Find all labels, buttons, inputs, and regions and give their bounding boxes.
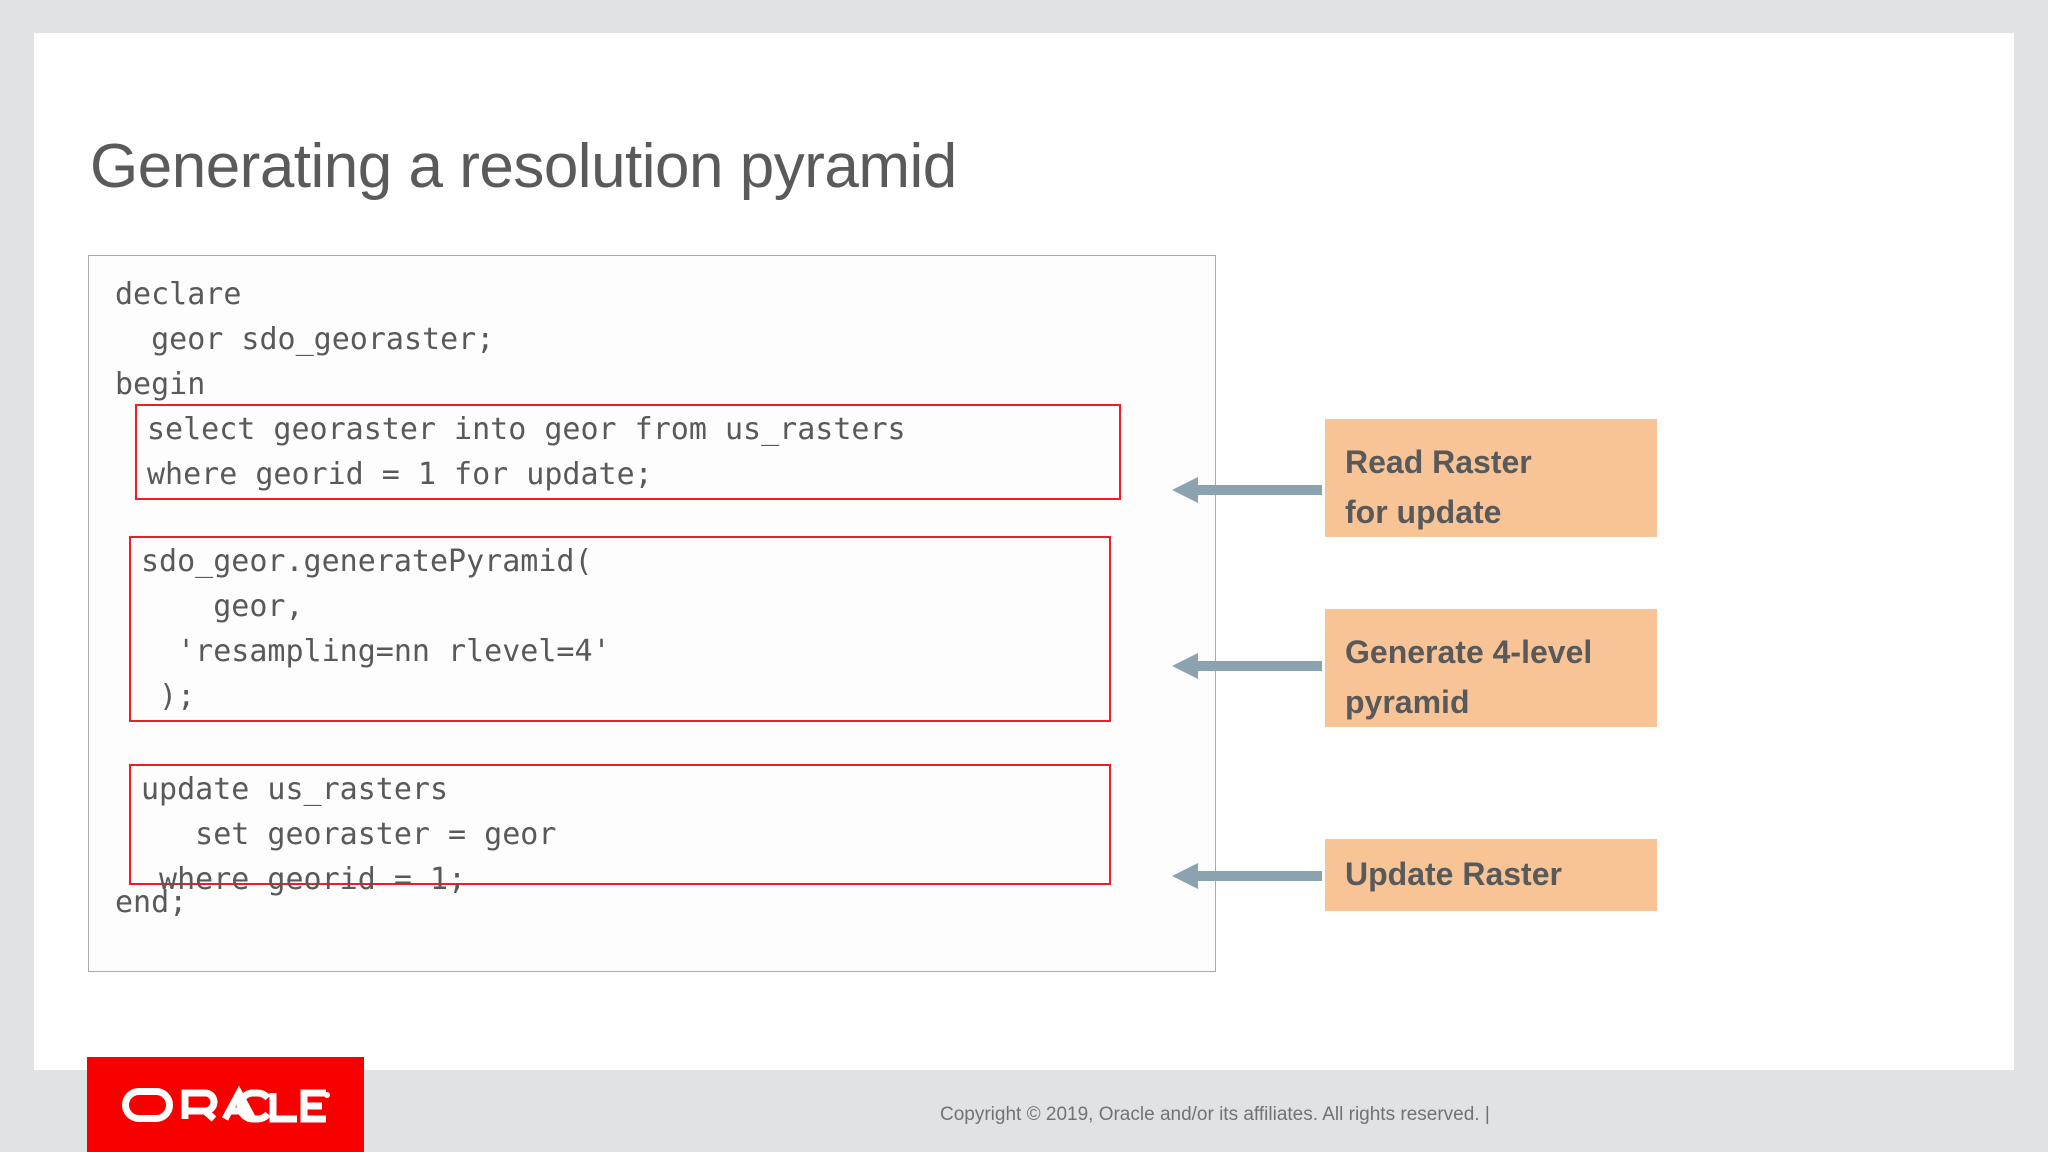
arrow-shaft [1194,661,1322,671]
slide-canvas: Generating a resolution pyramid declare … [34,33,2014,1074]
copyright-text: Copyright © 2019, Oracle and/or its affi… [940,1104,1490,1125]
code-highlight-select: select georaster into geor from us_raste… [135,404,1121,500]
callout-line-1: Update Raster [1345,856,1562,892]
page-title: Generating a resolution pyramid [90,132,957,201]
callout-line-2: for update [1345,494,1502,530]
callout-generate-pyramid: Generate 4-level pyramid [1325,609,1657,727]
code-text-select: select georaster into geor from us_raste… [147,412,906,492]
code-text-update: update us_rasters set georaster = geor w… [141,772,557,897]
code-line-declare: declare geor sdo_georaster; begin [115,277,495,402]
code-highlight-generate-pyramid: sdo_geor.generatePyramid( geor, 'resampl… [129,536,1111,722]
arrow-head-icon [1172,863,1198,889]
callout-line-2: pyramid [1345,684,1470,720]
arrow-shaft [1194,871,1322,881]
callout-line-1: Read Raster [1345,444,1532,480]
arrow-read-raster [1172,477,1322,503]
arrow-generate-pyramid [1172,653,1322,679]
code-text-generate-pyramid: sdo_geor.generatePyramid( geor, 'resampl… [141,544,611,714]
arrow-update-raster [1172,863,1322,889]
arrow-shaft [1194,485,1322,495]
oracle-wordmark-icon [121,1085,330,1122]
code-block-container: declare geor sdo_georaster; begin select… [88,255,1216,972]
code-line-end: end; [115,885,188,920]
code-highlight-update: update us_rasters set georaster = geor w… [129,764,1111,897]
callout-read-raster: Read Raster for update [1325,419,1657,537]
oracle-logo [87,1057,364,1152]
arrow-head-icon [1172,477,1198,503]
arrow-head-icon [1172,653,1198,679]
callout-line-1: Generate 4-level [1345,634,1593,670]
callout-update-raster: Update Raster [1325,839,1657,911]
